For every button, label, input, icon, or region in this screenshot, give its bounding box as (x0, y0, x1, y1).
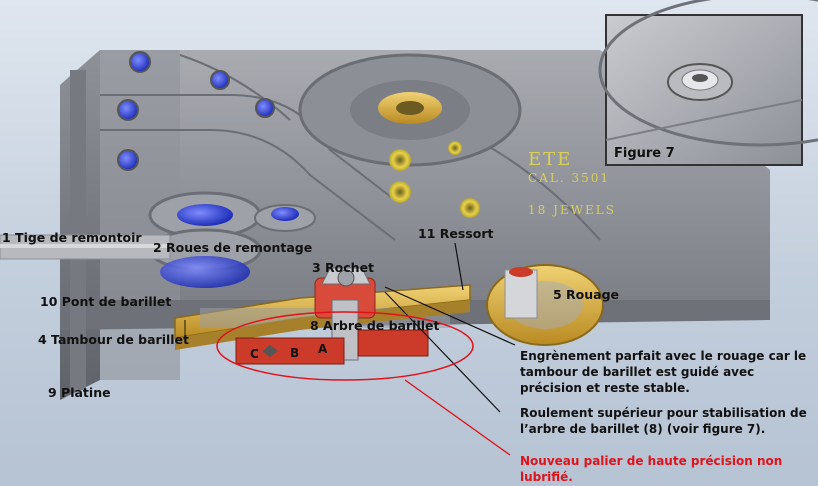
engraving-brand: ETE (528, 149, 572, 170)
winding-wheels (148, 191, 316, 288)
gold-jewels (389, 141, 480, 218)
leader-lines (384, 242, 516, 413)
figure-7-inset (598, 0, 818, 166)
highlight-ellipse (216, 311, 474, 381)
label-rouage: 5 Rouage (553, 287, 620, 302)
engraving-caliber: CAL. 3501 (528, 171, 610, 185)
engraving-jewels: 18 JEWELS (528, 203, 616, 217)
label-tambour: 4 Tambour de barillet (38, 332, 190, 347)
barrel-arbor: C B A (235, 299, 429, 365)
label-rochet: 3 Rochet (312, 260, 375, 275)
label-arbre: 8 Arbre de barillet (310, 318, 440, 333)
label-ressort: 11 Ressort (418, 226, 494, 241)
note-engrenement: Engrènement parfait avec le rouage car l… (520, 349, 807, 395)
caliber-engraving: ETE CAL. 3501 18 JEWELS (528, 149, 616, 217)
note-roulement: Roulement supérieur pour stabilisation d… (520, 406, 807, 436)
red-leader-line (404, 379, 511, 456)
part-c: C (250, 347, 259, 361)
part-b: B (290, 346, 299, 360)
part-a: A (318, 342, 328, 356)
winding-stem (0, 234, 171, 260)
balance-wheel (298, 53, 522, 167)
label-roues: 2 Roues de remontage (153, 240, 313, 255)
label-platine: 9 Platine (48, 385, 111, 400)
note-palier: Nouveau palier de haute précision non lu… (520, 454, 783, 484)
label-tige: 1 Tige de remontoir (2, 230, 142, 245)
label-pont: 10 Pont de barillet (40, 294, 172, 309)
train-gear (486, 264, 604, 346)
figure-7-title: Figure 7 (614, 146, 675, 161)
